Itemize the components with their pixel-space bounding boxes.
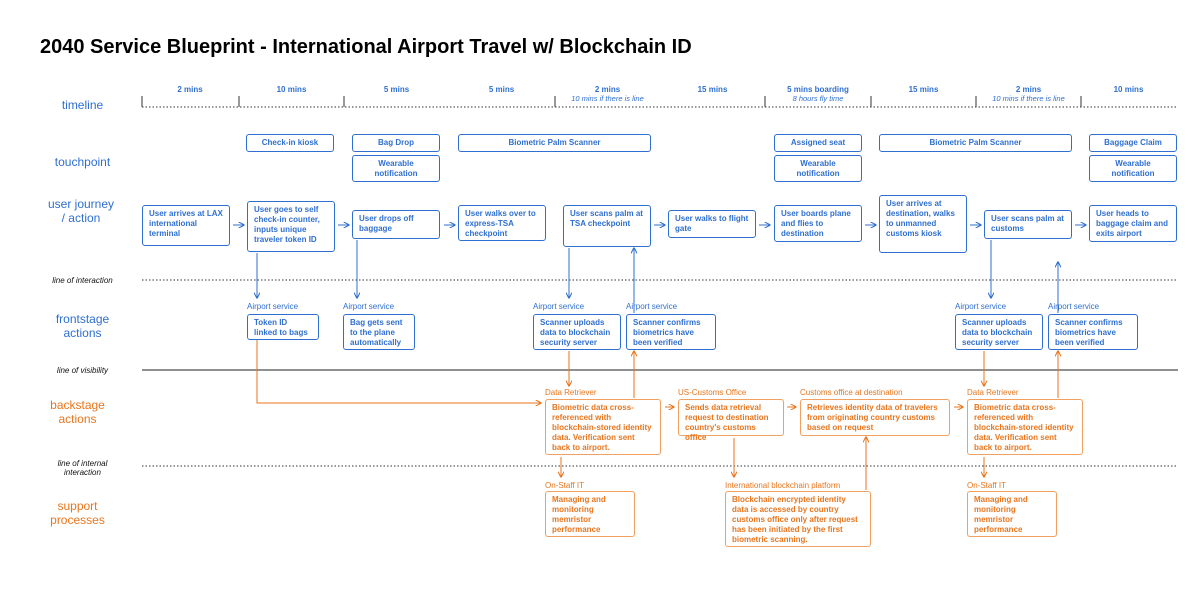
label-line-of-visibility: line of visibility bbox=[56, 366, 109, 375]
label-line-of-internal: line of internal interaction bbox=[57, 459, 108, 477]
touchpoint-wearable-notification: Wearable notification bbox=[774, 155, 862, 182]
support-on-staff-it: Managing and monitoring memristor perfor… bbox=[967, 491, 1057, 537]
frontstage-token-id: Token ID linked to bags bbox=[247, 314, 319, 340]
user-action-check-in: User goes to self check-in counter, inpu… bbox=[247, 201, 335, 252]
frontstage-arrows bbox=[257, 240, 1058, 313]
timeline-item: 5 mins bbox=[488, 85, 515, 94]
frontstage-scanner-confirm: Scanner confirms biometrics have been ve… bbox=[626, 314, 716, 350]
touchpoint-assigned-seat: Assigned seat bbox=[774, 134, 862, 152]
timeline-item: 2 mins bbox=[177, 85, 203, 94]
support-on-staff-it: Managing and monitoring memristor perfor… bbox=[545, 491, 635, 537]
label-support: support processes bbox=[50, 499, 105, 527]
touchpoint-biometric-palm-scanner: Biometric Palm Scanner bbox=[879, 134, 1072, 152]
label-backstage: backstage actions bbox=[50, 398, 105, 426]
user-action-walk-to-gate: User walks to flight gate bbox=[668, 210, 756, 238]
frontstage-scanner-upload: Scanner uploads data to blockchain secur… bbox=[533, 314, 621, 350]
backstage-header: US-Customs Office bbox=[678, 388, 747, 397]
backstage-header: Data Retriever bbox=[967, 388, 1019, 397]
timeline-item: 10 mins bbox=[1113, 85, 1144, 94]
frontstage-header: Airport service bbox=[343, 302, 395, 311]
support-header: International blockchain platform bbox=[725, 481, 841, 490]
backstage-arrows bbox=[256, 340, 1058, 490]
timeline-ticks bbox=[141, 96, 1082, 107]
user-action-arrive: User arrives at LAX international termin… bbox=[142, 205, 230, 246]
label-timeline: timeline bbox=[61, 98, 104, 112]
frontstage-header: Airport service bbox=[533, 302, 585, 311]
timeline-item: 10 mins bbox=[276, 85, 307, 94]
page-title: 2040 Service Blueprint - International A… bbox=[40, 36, 692, 58]
touchpoint-bag-drop: Bag Drop bbox=[352, 134, 440, 152]
backstage-data-retriever: Biometric data cross-referenced with blo… bbox=[545, 399, 661, 455]
support-blockchain-platform: Blockchain encrypted identity data is ac… bbox=[725, 491, 871, 547]
frontstage-scanner-upload: Scanner uploads data to blockchain secur… bbox=[955, 314, 1043, 350]
label-touchpoint: touchpoint bbox=[54, 155, 111, 169]
timeline-item: 15 mins bbox=[697, 85, 728, 94]
user-action-drop-bag: User drops off baggage bbox=[352, 210, 440, 239]
touchpoint-baggage-claim: Baggage Claim bbox=[1089, 134, 1177, 152]
timeline-item: 15 mins bbox=[908, 85, 939, 94]
user-action-exit-airport: User heads to baggage claim and exits ai… bbox=[1089, 205, 1177, 242]
touchpoint-biometric-palm-scanner: Biometric Palm Scanner bbox=[458, 134, 651, 152]
label-frontstage: frontstage actions bbox=[55, 312, 110, 340]
touchpoint-check-in-kiosk: Check-in kiosk bbox=[246, 134, 334, 152]
backstage-customs-destination: Retrieves identity data of travelers fro… bbox=[800, 399, 950, 436]
backstage-data-retriever: Biometric data cross-referenced with blo… bbox=[967, 399, 1083, 455]
user-action-walk-to-tsa: User walks over to express-TSA checkpoin… bbox=[458, 205, 546, 241]
frontstage-scanner-confirm: Scanner confirms biometrics have been ve… bbox=[1048, 314, 1138, 350]
frontstage-header: Airport service bbox=[247, 302, 299, 311]
backstage-header: Customs office at destination bbox=[800, 388, 903, 397]
backstage-us-customs: Sends data retrieval request to destinat… bbox=[678, 399, 784, 442]
label-user-journey: user journey / action bbox=[47, 197, 115, 225]
backstage-header: Data Retriever bbox=[545, 388, 597, 397]
touchpoint-wearable-notification: Wearable notification bbox=[1089, 155, 1177, 182]
label-line-of-interaction: line of interaction bbox=[52, 276, 113, 285]
user-action-scan-palm-customs: User scans palm at customs bbox=[984, 210, 1072, 239]
timeline-item: 5 mins bbox=[383, 85, 410, 94]
user-action-scan-palm-tsa: User scans palm at TSA checkpoint bbox=[563, 205, 651, 247]
frontstage-header: Airport service bbox=[955, 302, 1007, 311]
support-header: On-Staff IT bbox=[967, 481, 1006, 490]
support-header: On-Staff IT bbox=[545, 481, 584, 490]
frontstage-header: Airport service bbox=[1048, 302, 1100, 311]
frontstage-bag-sent: Bag gets sent to the plane automatically bbox=[343, 314, 415, 350]
user-action-arrive-destination: User arrives at destination, walks to un… bbox=[879, 195, 967, 253]
user-action-board-plane: User boards plane and flies to destinati… bbox=[774, 205, 862, 242]
frontstage-header: Airport service bbox=[626, 302, 678, 311]
touchpoint-wearable-notification: Wearable notification bbox=[352, 155, 440, 182]
